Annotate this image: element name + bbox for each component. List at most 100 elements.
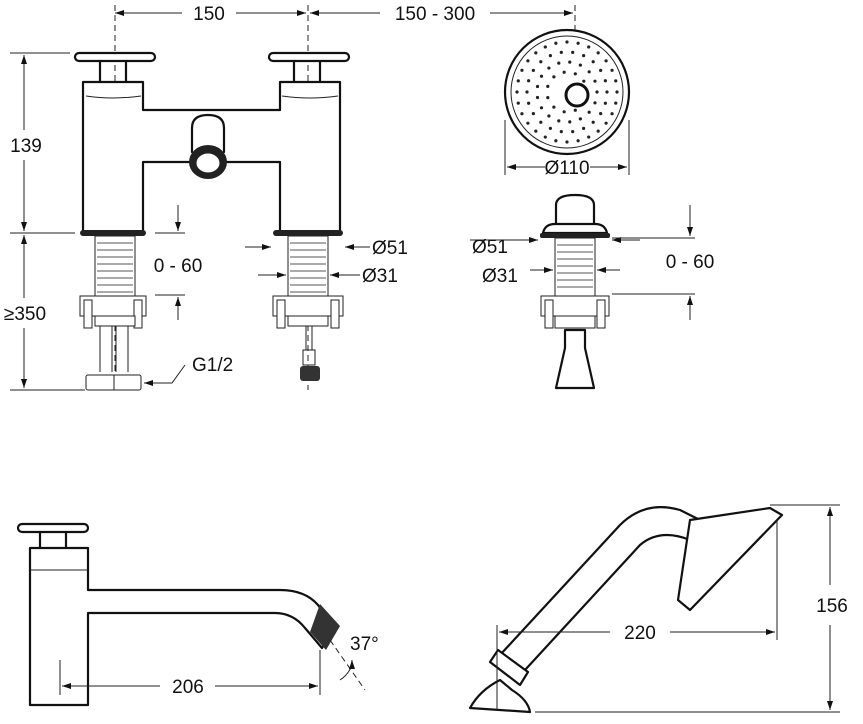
spray-nozzle [527,101,531,105]
dim-spout-angle: 37° [350,634,379,655]
spray-nozzle [539,106,544,110]
side-handle [16,522,90,534]
spray-nozzle [591,120,595,124]
handle-right [267,51,351,63]
spray-nozzle [559,50,563,55]
spray-nozzle [587,45,591,49]
hose-guide [554,328,596,390]
spray-nozzle [587,110,591,114]
spray-nozzle [543,45,547,49]
supply-hose-end [300,366,320,381]
spray-nozzle [559,129,563,134]
shower-head-view: Ø110 Ø51 Ø31 0 - 60 [470,28,715,390]
spray-nozzle [534,51,538,55]
dim-flange-diameter: Ø51 [372,238,408,259]
spray-nozzle [593,79,597,83]
handle-left [73,51,157,63]
threaded-shank-left [94,235,136,297]
spray-nozzle [582,54,586,58]
spray-nozzle [547,66,551,70]
spray-nozzle [573,72,577,76]
handshower-handle [498,506,702,672]
spray-nozzle [604,121,608,125]
spray-nozzle [526,59,530,63]
dim-shank-diameter: Ø31 [362,266,398,287]
spout-side-view: 206 37° [16,522,379,707]
spray-nozzle [554,41,558,45]
spray-nozzle [531,68,535,72]
spray-nozzle [591,60,595,64]
spray-nozzle [515,90,519,94]
spray-nozzle [516,101,520,105]
dim-handle-spacing: 150 [193,4,225,25]
fixing-bracket-right [272,295,344,329]
label-thread: G1/2 [192,355,233,376]
spray-nozzle [546,84,550,88]
spray-nozzle [571,50,575,55]
spray-nozzle [582,79,586,83]
spray-nozzle [527,79,531,83]
spray-nozzle [605,90,609,94]
spray-nozzle [599,112,603,116]
spray-nozzle [552,105,556,109]
spray-nozzle [568,60,572,64]
spray-nozzle [587,135,591,139]
spray-nozzle [573,108,577,112]
spray-nozzle [539,74,544,78]
handshower-holder [554,193,596,227]
spray-nozzle [543,135,547,139]
spray-nozzle [568,120,572,124]
spray-nozzle [539,60,543,64]
spray-nozzle [565,140,569,144]
spray-nozzle [535,95,540,100]
handshower-base [468,678,532,714]
spray-nozzle [546,96,550,100]
spray-nozzle [525,90,529,94]
spray-nozzle [610,68,614,72]
spray-nozzle [520,68,524,72]
spray-nozzle [599,68,603,72]
spray-nozzle [587,70,591,74]
spray-nozzle [534,129,538,133]
dim-height: 139 [10,136,42,157]
spray-nozzle [576,41,580,45]
spray-nozzle [552,75,556,79]
spray-nozzle [603,101,607,105]
spray-nozzle [548,54,552,58]
spray-nozzle [571,129,575,134]
spray-nozzle [604,59,608,63]
spray-nozzle [520,112,524,116]
spray-nozzle [535,84,540,89]
spray-nozzle [576,139,580,143]
spray-nozzle [614,79,618,83]
spray-nozzle [554,139,558,143]
dim-handshower-height: 156 [816,596,848,617]
spray-nozzles [515,40,619,144]
spray-nozzle [562,70,566,74]
spray-nozzle [539,120,543,124]
diverter-knob [190,113,226,154]
dim-shower-flange-diameter: Ø51 [472,237,508,258]
spray-nozzle [614,101,618,105]
spray-nozzle [531,112,535,116]
dim-spout-reach: 206 [172,677,204,698]
spray-nozzle [596,51,600,55]
spray-nozzle [562,110,566,114]
dim-handshower-length: 220 [624,623,656,644]
threaded-shank-right [287,235,329,297]
front-view: 150 150 - 300 [4,4,576,391]
dim-shower-deck-thickness: 0 - 60 [666,252,715,273]
spray-nozzle [615,90,619,94]
spray-nozzle [595,90,599,94]
spray-nozzle [582,126,586,130]
spray-nozzle [547,114,551,118]
spray-nozzle [557,61,561,65]
spray-nozzle [578,63,582,67]
dim-supply-length: ≥350 [4,304,46,325]
spray-nozzle [565,40,569,44]
spray-nozzle [578,117,582,121]
fixing-bracket-left [79,295,147,329]
spray-nozzle [610,112,614,116]
spray-nozzle [516,79,520,83]
